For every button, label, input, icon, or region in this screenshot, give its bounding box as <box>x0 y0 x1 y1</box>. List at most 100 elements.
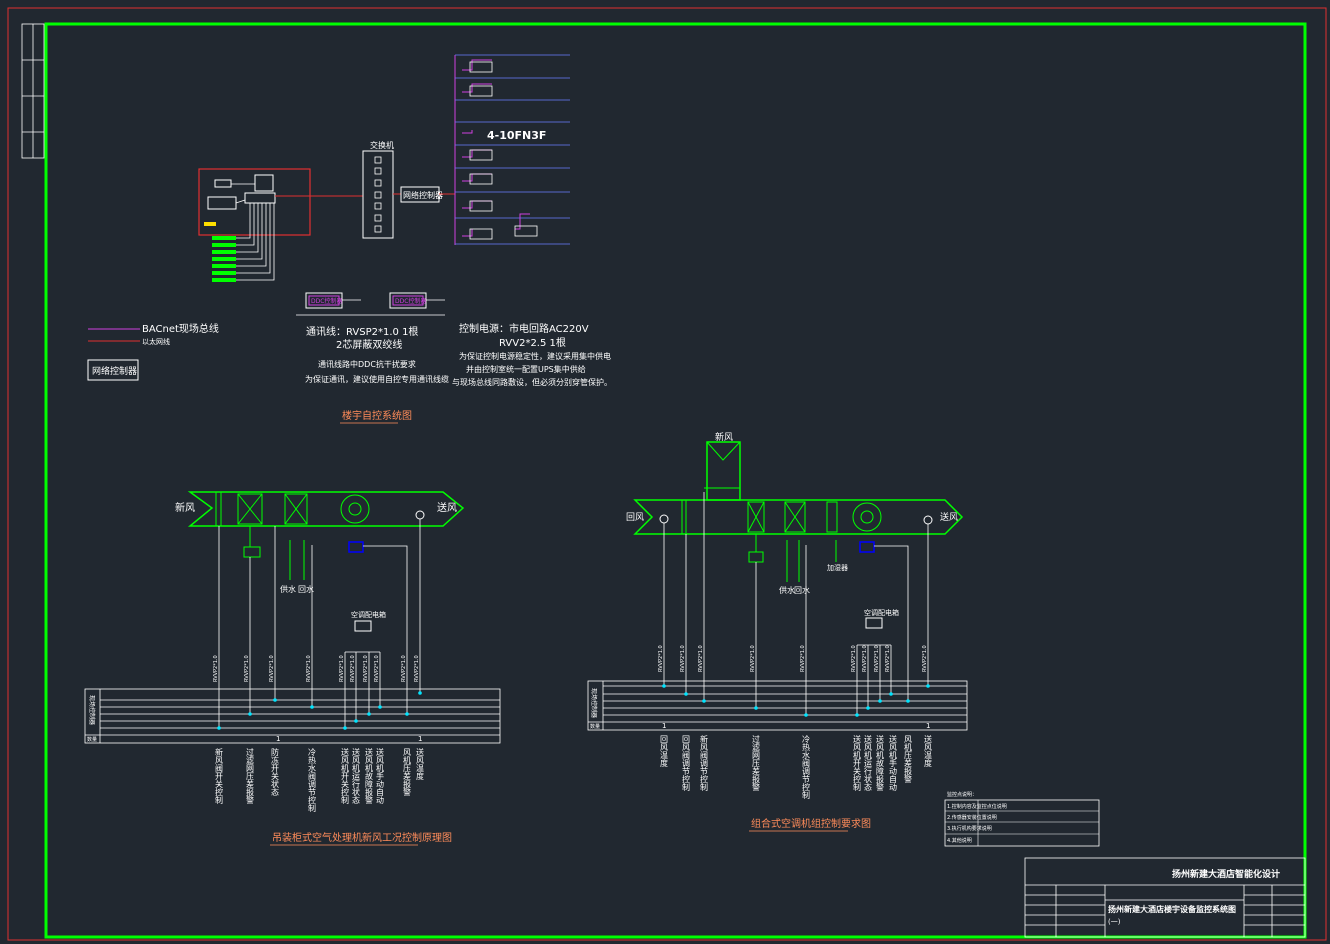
ahu-supply-water: 供水 <box>779 585 795 595</box>
air-handling-unit: 新风 回风 送风 供水 回水 加湿器 空调配电箱 <box>587 431 968 832</box>
fau-supply-label: 供水 <box>280 584 296 594</box>
legend-fire: 以太网线 <box>142 337 170 346</box>
power-line-3: 为保证控制电源稳定性，建议采用集中供电 <box>459 351 611 361</box>
comm-line-2: 2芯屏蔽双绞线 <box>336 338 402 351</box>
tb-project: 扬州新建大酒店智能化设计 <box>1172 868 1280 880</box>
fau-wire-label-6: RVVP2*1.0 <box>350 655 356 682</box>
ahu-wire-label-1: RVVP2*1.0 <box>658 645 664 672</box>
ahu-wire-label-10: RVVP2*1.0 <box>922 645 928 672</box>
ahu-wire-label-2: RVVP2*1.0 <box>680 645 686 672</box>
fau-wire-label-7: RVVP2*1.0 <box>363 655 369 682</box>
ahu-power-box <box>865 617 883 629</box>
fau-box-label: 空调配电箱 <box>351 610 386 619</box>
fau-point-4: 冷热水阀调节控制 <box>308 747 317 813</box>
comm-line-4: 为保证通讯，建议使用自控专用通讯线缆 <box>305 374 449 384</box>
fau-point-table <box>84 688 501 744</box>
fau-point-7: 送风机故障报警 <box>365 747 374 805</box>
fau-wire-label-10: RVVP2*1.0 <box>414 655 420 682</box>
fau-table-num-2: 1 <box>418 735 422 743</box>
fau-supply-temp-sensor <box>415 510 425 520</box>
fau-point-9: 风机压差报警 <box>403 748 412 797</box>
fau-point-5: 送风机开关控制 <box>341 747 350 805</box>
ahu-return-water: 回水 <box>794 585 810 595</box>
monitor-icon <box>254 174 274 192</box>
fau-point-10: 送风温度 <box>416 747 425 781</box>
notes-table: 监控点说明： 1.控制内容及监控点位说明 2.传感器安装位置说明 3.执行机构要… <box>944 791 1100 847</box>
switch-label: 交换机 <box>370 140 394 150</box>
fau-wire-label-9: RVVP2*1.0 <box>401 655 407 682</box>
ahu-point-7: 送风机运行状态 <box>864 734 873 791</box>
fau-table-num-1: 1 <box>276 735 280 743</box>
ups-stack <box>212 236 236 282</box>
ahu-fresh-duct <box>706 441 741 501</box>
comm-line-3: 通讯线路中DDC抗干扰要求 <box>318 359 416 369</box>
floor-ddc-controllers <box>462 59 530 237</box>
ahu-wire-label-5: RVVP2*1.0 <box>800 645 806 672</box>
fau-table-foot: 数量 <box>87 736 97 743</box>
ahu-humid-label: 加湿器 <box>827 563 848 572</box>
fau-wire-label-3: RVVP2*1.0 <box>269 655 275 682</box>
ahu-return-label: 回风 <box>626 512 644 523</box>
yellow-tag <box>204 222 216 226</box>
fau-point-6: 送风机运行状态 <box>352 747 361 804</box>
power-line-5: 与现场总线同路敷设，但必须分别穿管保护。 <box>452 377 612 387</box>
ahu-title: 组合式空调机组控制要求图 <box>751 817 871 830</box>
ahu-table-foot: 数量 <box>590 723 600 730</box>
ahu-wire-label-6: RVVP2*1.0 <box>851 645 857 672</box>
fau-wire-label-1: RVVP2*1.0 <box>213 655 219 682</box>
power-line-2: RVV2*2.5 1根 <box>499 336 566 349</box>
ahu-point-8: 送风机故障报警 <box>876 734 885 792</box>
fau-duct <box>187 491 465 527</box>
notes-row-2: 2.传感器安装位置说明 <box>947 814 997 821</box>
ahu-point-10: 风机压差报警 <box>904 735 913 784</box>
notes-row-1: 1.控制内容及监控点位说明 <box>947 803 1007 810</box>
fau-wire-label-5: RVVP2*1.0 <box>339 655 345 682</box>
ahu-wire-label-7: RVVP2*1.0 <box>862 645 868 672</box>
ahu-wire-label-9: RVVP2*1.0 <box>885 645 891 672</box>
bas-title: 楼宇自控系统图 <box>342 409 412 422</box>
ahu-wire-label-3: RVVP2*1.0 <box>698 645 704 672</box>
ahu-wire-labels: RVVP2*1.0 RVVP2*1.0 RVVP2*1.0 RVVP2*1.0 … <box>658 645 928 672</box>
mini-device-icon <box>214 179 232 188</box>
ahu-point-labels: 回风温度 回风阀调节控制 新风阀调节控制 过滤网压差报警 冷热水阀调节控制 送风… <box>660 734 933 800</box>
drawing-frame <box>44 22 1307 939</box>
legend-box-label: 网络控制器 <box>92 365 137 377</box>
ahu-point-9: 送风机手动自动 <box>889 734 898 792</box>
ahu-table-dots <box>662 684 930 717</box>
fau-wire-label-4: RVVP2*1.0 <box>306 655 312 682</box>
ahu-supply-label: 送风 <box>940 511 958 523</box>
fresh-air-unit: 新风 送风 供水 回水 空调配电箱 RVVP2*1.0 RVVP2*1.0 <box>84 491 501 846</box>
network-controller-label: 网络控制器 <box>403 190 443 200</box>
fau-table-dots <box>217 691 422 730</box>
legend-box <box>87 359 139 381</box>
fau-power-box <box>354 620 372 632</box>
ahu-fresh-label: 新风 <box>715 431 733 443</box>
fau-wire-labels: RVVP2*1.0 RVVP2*1.0 RVVP2*1.0 RVVP2*1.0 … <box>213 655 420 682</box>
ahu-table-num-2: 1 <box>926 722 930 730</box>
workstation-box <box>198 168 311 236</box>
fau-point-2: 过滤网压差报警 <box>246 747 255 805</box>
fau-out-label: 送风 <box>437 501 457 514</box>
comm-line-1: 通讯线：RVSP2*1.0 1根 <box>306 325 418 338</box>
fau-in-label: 新风 <box>175 501 195 514</box>
ddc-sample-2 <box>389 292 427 309</box>
legend-bacnet: BACnet现场总线 <box>142 322 219 335</box>
keyboard-icon <box>244 192 276 204</box>
printer-icon <box>207 196 237 210</box>
fau-point-1: 新风阀开关控制 <box>215 747 224 805</box>
floor-label: 4-10FN3F <box>487 129 546 142</box>
ddc-sample-2-label: DDC控制器 <box>395 297 426 305</box>
floor-ddc-boxes <box>469 61 538 240</box>
ahu-point-6: 送风机开关控制 <box>853 734 862 792</box>
fau-wire-label-8: RVVP2*1.0 <box>374 655 380 682</box>
ahu-table-num-1: 1 <box>662 722 666 730</box>
ahu-return-temp-sensor <box>659 514 669 524</box>
ahu-box-label: 空调配电箱 <box>864 608 899 617</box>
ahu-duct <box>633 499 964 535</box>
notes-row-4: 4.其他说明 <box>947 837 972 844</box>
ahu-wire-label-8: RVVP2*1.0 <box>874 645 880 672</box>
ahu-point-3: 新风阀调节控制 <box>700 734 709 792</box>
ahu-point-1: 回风温度 <box>660 735 669 768</box>
fau-point-8: 送风机手动自动 <box>376 747 385 805</box>
